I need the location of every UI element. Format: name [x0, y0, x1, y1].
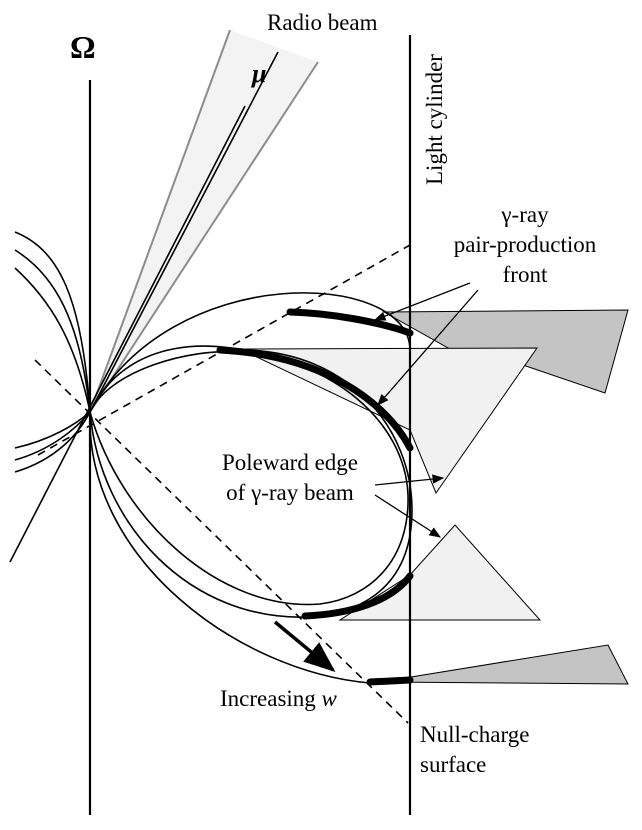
field-line-upper — [89, 292, 411, 413]
left-field-line-1 — [14, 231, 91, 413]
left-field-line-6 — [14, 411, 91, 473]
poleward-edge-label-line2: of γ-ray beam — [226, 480, 354, 505]
null-charge-label-line2: surface — [420, 752, 486, 777]
field-line-inner-loop — [89, 350, 409, 606]
radio-beam-cone — [90, 30, 318, 412]
left-field-line-5 — [14, 411, 91, 461]
null-charge-label-line1: Null-charge — [420, 722, 529, 747]
pair-front-arc-bottom — [366, 676, 414, 686]
poleward-edge-label-line1: Poleward edge — [222, 450, 358, 475]
pair-front-label-line3: front — [503, 262, 548, 287]
radio-beam-edge-left — [89, 29, 231, 413]
pair-front-arc-middle — [216, 346, 414, 452]
pair-front-label-line1: γ-ray — [500, 202, 549, 227]
w-variable: w — [322, 686, 338, 711]
left-field-line-4 — [14, 411, 91, 449]
magnetic-axis-line — [9, 105, 246, 563]
left-field-line-3 — [14, 267, 91, 413]
front-arrow-upper — [373, 282, 471, 321]
field-line-big-loop — [89, 345, 413, 618]
pair-front-label-line2: pair-production — [454, 232, 597, 257]
edge-arrow-upper — [374, 474, 445, 486]
mu-label: μ — [250, 59, 266, 88]
increasing-text: Increasing — [220, 686, 322, 711]
pair-front-arc-top — [286, 308, 414, 337]
increasing-w-arrow — [273, 620, 336, 673]
omega-label: Ω — [70, 29, 96, 65]
magnetic-axis-inner-line — [89, 51, 279, 413]
null-charge-surface-line — [34, 359, 409, 724]
radio-beam-edge-right — [89, 61, 319, 413]
pair-front-arc-lower — [301, 572, 414, 620]
gamma-beam-lower-dark — [379, 644, 629, 685]
light-cylinder-label: Light cylinder — [422, 54, 447, 185]
front-arrow-lower — [377, 289, 479, 406]
gamma-beam-upper-light — [239, 347, 538, 495]
increasing-w-label: Increasing w — [220, 686, 338, 711]
edge-arrow-lower — [374, 494, 441, 538]
radio-beam-label: Radio beam — [267, 10, 378, 35]
field-line-outer-lower — [89, 411, 371, 684]
left-field-line-2 — [14, 249, 91, 413]
